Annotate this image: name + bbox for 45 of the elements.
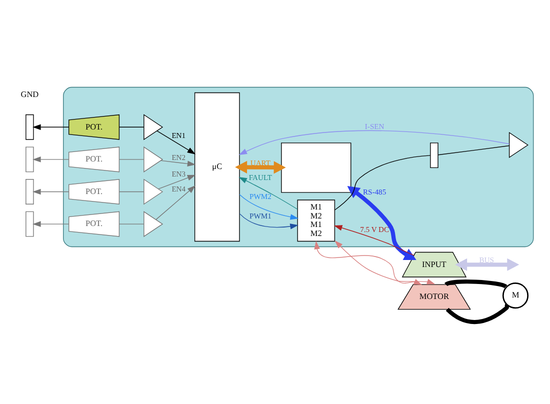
node-resistor bbox=[430, 142, 438, 168]
arrow bbox=[455, 258, 520, 271]
connector bbox=[118, 126, 144, 128]
node-triangle bbox=[144, 114, 164, 140]
arrow bbox=[239, 213, 298, 230]
arrow bbox=[238, 130, 510, 156]
connector bbox=[118, 159, 144, 160]
node-triangle bbox=[144, 146, 164, 172]
node-resistor bbox=[26, 114, 34, 140]
arrow bbox=[156, 130, 196, 154]
edge-label: I-SEN bbox=[364, 122, 384, 132]
connector bbox=[438, 145, 510, 156]
edge-label: 7.5 V DC bbox=[360, 225, 390, 234]
arrow bbox=[32, 188, 69, 195]
arrow bbox=[347, 186, 416, 260]
node-resistor bbox=[26, 146, 34, 172]
node-resistor bbox=[26, 211, 34, 237]
edge-label: EN4 bbox=[172, 184, 186, 194]
arrow bbox=[235, 160, 286, 174]
connector bbox=[334, 155, 431, 210]
arrow bbox=[160, 160, 196, 167]
node-triangle bbox=[144, 211, 164, 238]
node-resistor bbox=[26, 179, 34, 204]
arrow bbox=[156, 185, 196, 220]
connector bbox=[446, 304, 510, 324]
edge-label: UART bbox=[250, 158, 270, 168]
edge-label: EN1 bbox=[172, 130, 186, 140]
arrow bbox=[238, 176, 298, 210]
node-triangle bbox=[144, 178, 164, 205]
edge-label: EN3 bbox=[172, 169, 186, 178]
connector bbox=[444, 280, 507, 288]
node-box bbox=[281, 142, 352, 193]
edge-label: PWM2 bbox=[250, 192, 272, 202]
arrow bbox=[334, 225, 414, 256]
edge-label: PWM1 bbox=[250, 211, 272, 220]
arrow bbox=[32, 124, 69, 130]
node-triangle bbox=[508, 132, 528, 158]
edge-label: RS-485 bbox=[363, 187, 386, 196]
edge-label: EN2 bbox=[172, 152, 186, 162]
connector bbox=[118, 191, 144, 192]
arrow bbox=[32, 221, 69, 227]
edge-label: FAULT bbox=[248, 172, 272, 182]
arrow bbox=[239, 194, 299, 220]
arrow bbox=[32, 156, 69, 162]
arrow bbox=[158, 174, 196, 190]
